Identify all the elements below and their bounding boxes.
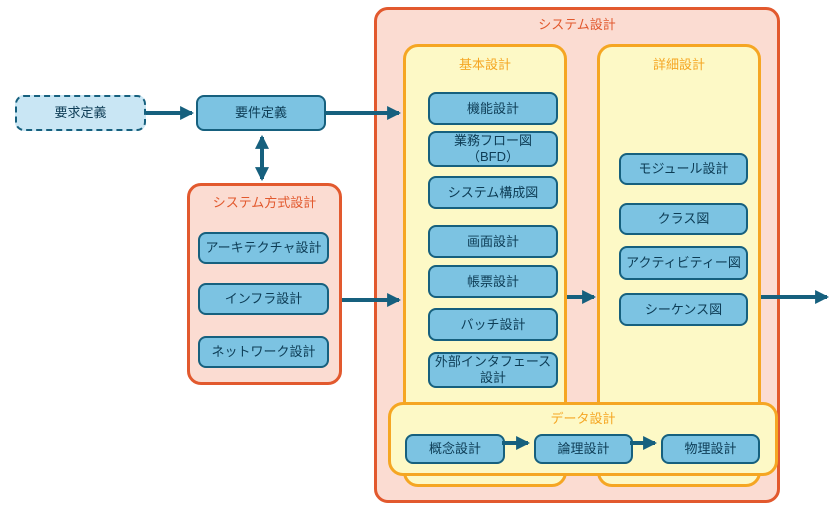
group-basic-design-title: 基本設計 [458, 57, 511, 72]
group-system-architecture-design: システム方式設計 アーキテクチャ設計 インフラ設計 ネットワーク設計 [187, 183, 342, 385]
node-sequence-diagram: シーケンス図 [619, 293, 748, 326]
node-functional-design: 機能設計 [428, 92, 558, 125]
node-report-design: 帳票設計 [428, 265, 558, 298]
node-network-design: ネットワーク設計 [198, 336, 329, 368]
node-class-diagram: クラス図 [619, 203, 748, 235]
group-system-design: システム設計 基本設計 機能設計 業務フロー図 （BFD） システム構成図 画面… [374, 7, 780, 503]
node-logical-design: 論理設計 [534, 434, 633, 464]
node-physical-design: 物理設計 [661, 434, 760, 464]
group-data-design-title: データ設計 [550, 411, 616, 426]
node-system-configuration-diagram: システム構成図 [428, 176, 558, 209]
node-request-definition: 要求定義 [15, 95, 146, 131]
node-conceptual-design: 概念設計 [405, 434, 505, 464]
group-detailed-design-title: 詳細設計 [652, 57, 705, 72]
node-external-interface-design: 外部インタフェース 設計 [428, 352, 558, 388]
group-system-architecture-design-title: システム方式設計 [212, 195, 317, 210]
node-screen-design: 画面設計 [428, 225, 558, 258]
node-infrastructure-design: インフラ設計 [198, 283, 329, 315]
group-data-design: データ設計 概念設計 論理設計 物理設計 [388, 402, 778, 476]
node-module-design: モジュール設計 [619, 153, 748, 185]
group-system-design-title: システム設計 [538, 17, 616, 32]
node-architecture-design: アーキテクチャ設計 [198, 232, 329, 264]
group-basic-design: 基本設計 機能設計 業務フロー図 （BFD） システム構成図 画面設計 帳票設計… [403, 44, 567, 487]
node-activity-diagram: アクティビティー図 [619, 246, 748, 280]
node-business-flow-diagram: 業務フロー図 （BFD） [428, 131, 558, 167]
node-batch-design: バッチ設計 [428, 308, 558, 341]
node-requirements-definition: 要件定義 [196, 95, 326, 131]
